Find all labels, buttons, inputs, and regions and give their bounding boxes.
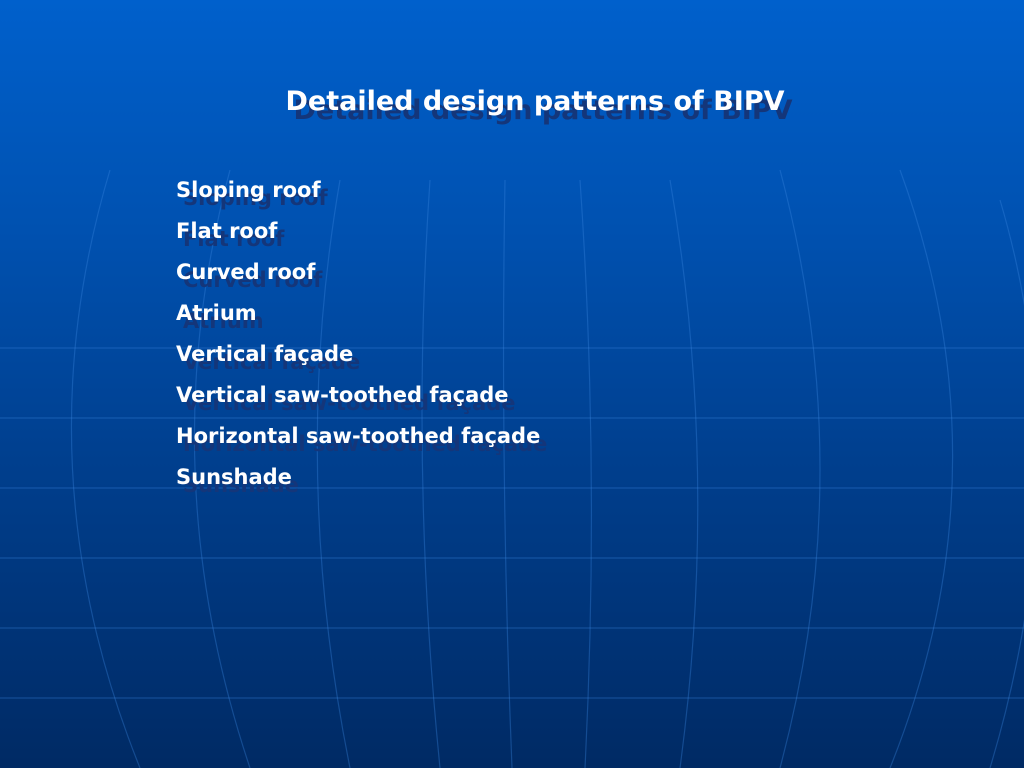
grid-longitude-line <box>889 169 954 768</box>
design-patterns-list: Sloping roof Flat roof Curved roof Atriu… <box>176 174 540 502</box>
list-item: Curved roof <box>176 260 316 284</box>
list-item: Horizontal saw-toothed façade <box>176 424 541 448</box>
grid-longitude-line <box>989 199 1024 768</box>
list-item: Sunshade <box>176 465 292 489</box>
list-item: Vertical façade <box>176 342 354 366</box>
slide-title: Detailed design patterns of BIPV <box>285 86 785 117</box>
list-item: Vertical saw-toothed façade <box>176 383 509 407</box>
grid-longitude-line <box>779 169 821 768</box>
list-item: Flat roof <box>176 219 278 243</box>
grid-longitude-line <box>70 169 141 768</box>
list-item: Atrium <box>176 301 257 325</box>
list-item: Sloping roof <box>176 178 321 202</box>
grid-longitude-line <box>579 179 593 768</box>
grid-longitude-line <box>669 179 699 768</box>
